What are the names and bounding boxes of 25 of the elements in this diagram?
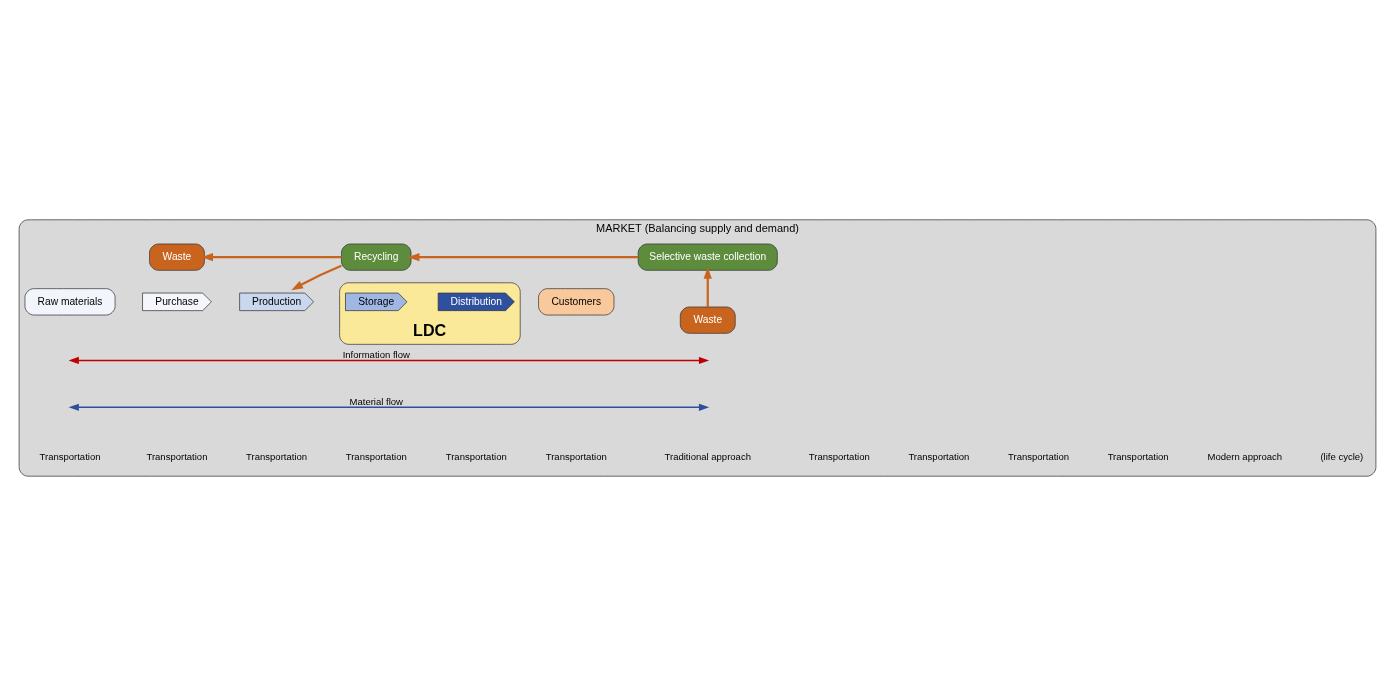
label: Transportation [445, 450, 507, 462]
node-box: Recycling [341, 243, 412, 271]
label: Information flow [342, 348, 410, 360]
node-box: Raw materials [24, 288, 116, 316]
label: Transportation [545, 450, 607, 462]
node-box: Waste [149, 243, 205, 271]
label: Material flow [349, 395, 403, 407]
node-box: Selective waste collection [637, 243, 778, 271]
node-box: Waste [679, 306, 736, 334]
arrow [291, 264, 342, 291]
label: Transportation [908, 450, 970, 462]
label: Transportation [1107, 450, 1169, 462]
label: Transportation [39, 450, 101, 462]
node-box: Customers [538, 288, 615, 316]
arrow [703, 267, 712, 307]
label: Traditional approach [664, 450, 751, 462]
label: Transportation [1008, 450, 1070, 462]
label: (life cycle) [1320, 450, 1364, 462]
label: Modern approach [1207, 450, 1283, 462]
arrow [201, 253, 342, 262]
label: Transportation [808, 450, 870, 462]
label: Transportation [246, 450, 308, 462]
arrow [407, 253, 638, 262]
label: Transportation [345, 450, 407, 462]
label: Transportation [146, 450, 208, 462]
